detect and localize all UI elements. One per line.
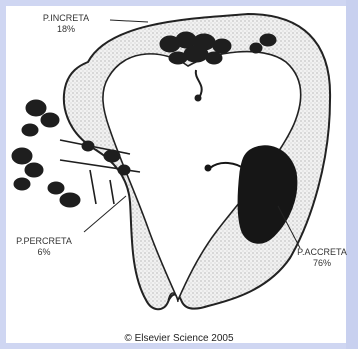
label-percreta-name: P.PERCRETA [4,236,84,246]
label-accreta-name: P.ACCRETA [282,247,358,257]
label-percreta-percent: 6% [4,247,84,257]
label-increta-percent: 18% [22,24,110,34]
label-increta-name: P.INCRETA [22,13,110,23]
copyright-notice: © Elsevier Science 2005 [0,333,358,344]
label-accreta-percent: 76% [282,258,358,268]
